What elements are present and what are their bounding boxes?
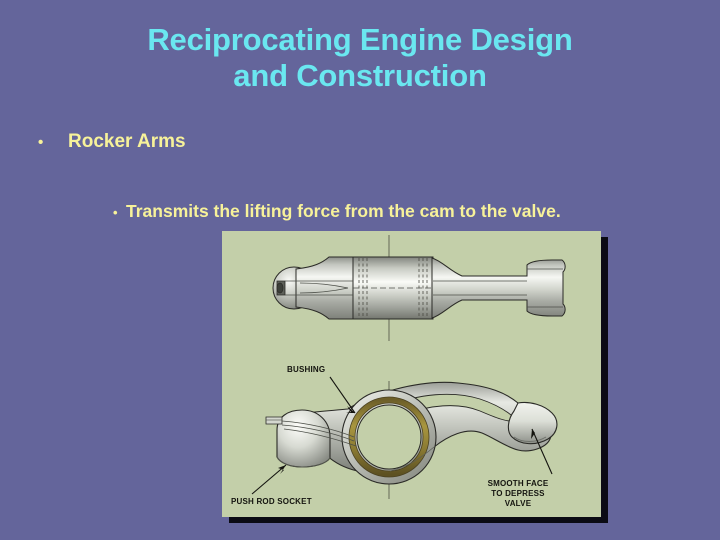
- smooth-face-arrowhead-icon: [531, 429, 538, 439]
- label-smooth-face-line3: VALVE: [505, 499, 532, 508]
- bushing-outer-edge: [348, 396, 430, 478]
- bushing-arrowhead-icon: [346, 406, 355, 413]
- diagram-annotations: BUSHING PUSH ROD SOCKET SMOOTH FACE TO D…: [231, 365, 553, 508]
- push-rod-socket-side: [276, 409, 331, 468]
- rocker-arm-top-view: [272, 235, 566, 341]
- rocker-arm-side-view: [265, 381, 558, 499]
- label-push-rod-socket: PUSH ROD SOCKET: [231, 497, 312, 506]
- bullet-marker-icon: •: [113, 205, 118, 220]
- smooth-face-pad-side: [507, 401, 558, 445]
- title-line-1: Reciprocating Engine Design: [147, 22, 573, 57]
- push-rod-socket-arrowhead-icon: [278, 465, 286, 474]
- bushing-ring: [349, 397, 429, 477]
- page-title: Reciprocating Engine Design and Construc…: [40, 22, 680, 94]
- bullet-item-level2: • Transmits the lifting force from the c…: [113, 200, 673, 222]
- adjusting-screw-side: [265, 416, 283, 425]
- bullet-level1-text: Rocker Arms: [68, 131, 186, 152]
- shaft-bore-side: [356, 404, 422, 470]
- rocker-arm-diagram-image: BUSHING PUSH ROD SOCKET SMOOTH FACE TO D…: [222, 231, 601, 517]
- pad-edge-line: [513, 436, 547, 442]
- rib-lines-side: [281, 420, 357, 447]
- label-bushing: BUSHING: [287, 365, 325, 374]
- push-rod-socket-leader-line: [251, 464, 287, 495]
- title-line-2: and Construction: [233, 57, 487, 93]
- bushing-inner-edge: [354, 402, 424, 472]
- tail-curve-detail: [389, 446, 435, 472]
- bullet-item-level1: • Rocker Arms: [38, 131, 186, 153]
- label-smooth-face-line1: SMOOTH FACE: [488, 479, 549, 488]
- arm-right-body-top: [431, 257, 566, 319]
- socket-hole-top: [276, 282, 284, 294]
- arm-detail-lines-top: [285, 268, 563, 308]
- bullet-marker-icon: •: [38, 134, 44, 151]
- rocker-arm-drawing: BUSHING PUSH ROD SOCKET SMOOTH FACE TO D…: [222, 231, 601, 517]
- bushing-leader-line: [329, 376, 356, 414]
- socket-rim-side: [276, 456, 331, 468]
- label-smooth-face-line2: TO DEPRESS: [491, 489, 545, 498]
- smooth-face-leader-line: [531, 428, 553, 475]
- bullet-level2-text: Transmits the lifting force from the cam…: [126, 201, 561, 221]
